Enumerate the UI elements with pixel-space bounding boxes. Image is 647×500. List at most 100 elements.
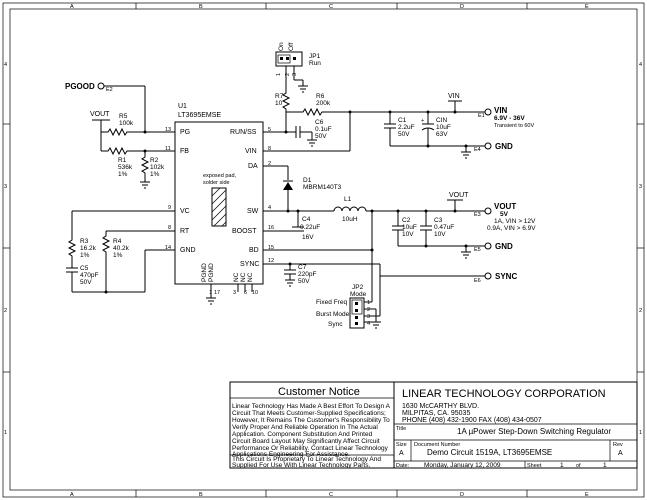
gnd-port-label-1: GND — [495, 142, 513, 151]
r1-resistor — [101, 146, 160, 156]
vout-port-label: VOUT — [494, 202, 516, 211]
rev-label: Rev — [613, 442, 623, 448]
pin-da-num: 2 — [268, 161, 271, 167]
of-value: 1 — [603, 462, 607, 469]
notice-footer-2: Supplied For Use With Linear Technology … — [232, 462, 370, 469]
pin-nc2-num: 6 — [244, 290, 247, 296]
vout-voltage: 5V — [500, 211, 509, 218]
vin-port-label: VIN — [494, 106, 508, 115]
jp2-opt-sync: Sync — [328, 321, 343, 328]
port-sync: E6 SYNC — [474, 272, 517, 284]
c7-ref: C7 — [298, 264, 307, 271]
c1-val: 2.2uF — [398, 124, 415, 131]
u1-ref: U1 — [178, 103, 187, 110]
gnd-symbol-vout — [461, 251, 471, 259]
r4-val: 40.2k — [113, 245, 130, 252]
cin-v: 63V — [436, 131, 448, 138]
port-vout: E3 VOUT 5V 1A, VIN > 12V 0.9A, VIN > 6.9… — [474, 202, 536, 232]
pin-sync-label: SYNC — [240, 261, 259, 268]
col-label-e-bottom: E — [585, 492, 589, 498]
col-label-a-bottom: A — [70, 492, 74, 498]
pin-pg-num: 13 — [165, 127, 171, 133]
c6-capacitor — [295, 126, 301, 138]
pin-run-label: RUN/SS — [230, 129, 257, 136]
jp2-label: Mode — [350, 291, 367, 298]
pin-boost-label: BOOST — [232, 228, 257, 235]
c7-v: 50V — [298, 278, 310, 285]
jp1-pin1: 1 — [276, 73, 282, 76]
vout-right-label: VOUT — [449, 192, 469, 199]
pin-gnd-num: 14 — [165, 245, 171, 251]
pin-nc1-label: NC — [233, 272, 240, 282]
port-vin: E1 VIN 6.9V - 36V Transient to 60V — [478, 106, 534, 129]
pin-nc3-label: NC — [247, 272, 254, 282]
jumper-jp1[interactable]: On Off 1 2 3 JP1 Run — [275, 42, 321, 93]
r2-val: 102k — [150, 164, 165, 171]
pin-rt-num: 8 — [168, 225, 171, 231]
r3-ref: R3 — [80, 238, 89, 245]
row-label-2: 2 — [4, 308, 7, 314]
e4-label: E4 — [474, 147, 481, 153]
pgood-label: PGOOD — [65, 82, 95, 91]
row-label-4-right: 4 — [639, 62, 642, 68]
pin-sw-label: SW — [247, 208, 259, 215]
sync-network: C7 220pF 50V — [280, 250, 485, 316]
gnd-symbol-c7 — [285, 279, 295, 287]
r2-ref: R2 — [150, 157, 159, 164]
col-label-b-bottom: B — [199, 492, 203, 498]
jp2-pin3: 3 — [367, 314, 370, 320]
notice-line-5: Application. Component Substitution And … — [232, 431, 373, 438]
row-label-3: 3 — [4, 184, 7, 190]
col-label-e: E — [585, 4, 589, 10]
pin-pg-label: PG — [180, 129, 190, 136]
pin-fb-num: 11 — [165, 146, 171, 152]
c5-v: 50V — [80, 279, 92, 286]
notice-title: Customer Notice — [278, 386, 360, 398]
e6-label: E6 — [474, 278, 481, 284]
gnd-symbol-c6 — [307, 139, 317, 147]
c1-ref: C1 — [398, 117, 407, 124]
c5-capacitor — [66, 267, 78, 273]
run-network: R7 10 R6 200k C6 0.1uF 50V — [275, 88, 352, 152]
jumper-jp2[interactable]: JP2 Mode Fixed Freq Burst Mode Sync 1 2 … — [316, 284, 381, 329]
col-label-a: A — [70, 4, 74, 10]
address-3: PHONE (408) 432-1900 FAX (408) 434-0507 — [402, 417, 542, 424]
jp1-label: Run — [309, 60, 321, 67]
pin-rt-label: RT — [180, 228, 190, 235]
notice-line-8: Applications Engineering For Assistance. — [232, 451, 350, 458]
row-label-2-right: 2 — [639, 308, 642, 314]
exposed-pad-hatch — [211, 187, 227, 227]
c6-ref: C6 — [315, 119, 324, 126]
of-label: of — [576, 463, 581, 469]
jp2-pin2: 2 — [367, 307, 370, 313]
r7-resistor — [281, 88, 291, 132]
pad-note-1: exposed pad, — [203, 173, 236, 179]
address-2: MILPITAS, CA. 95035 — [402, 410, 470, 417]
c4-v: 16V — [302, 234, 314, 241]
pin-nc2-label: NC — [240, 272, 247, 282]
row-label-4: 4 — [4, 62, 7, 68]
port-pgood: PGOOD E2 — [65, 82, 160, 134]
e2-label: E2 — [106, 87, 113, 93]
notice-line-1: Linear Technology Has Made A Best Effort… — [232, 403, 391, 410]
date-value: Monday, January 12, 2009 — [424, 462, 501, 469]
pin-nc3-num: 10 — [252, 290, 258, 296]
rev-value: A — [618, 450, 623, 457]
c3-ref: C3 — [434, 217, 443, 224]
row-label-1: 1 — [4, 430, 7, 436]
r1-val: 536k — [118, 164, 133, 171]
ic-u1: U1 LT3695EMSE exposed pad, solder side P… — [160, 103, 280, 298]
r6-val: 200k — [316, 100, 331, 107]
c5-ref: C5 — [80, 265, 89, 272]
docnum-label: Document Number — [414, 442, 460, 448]
c1-capacitor — [384, 123, 396, 129]
r5-ref: R5 — [119, 113, 128, 120]
pin-sw-num: 4 — [268, 205, 271, 211]
gnd-port-label-2: GND — [495, 242, 513, 251]
feedback-network: VOUT R5 100k R1 536k 1% R2 102k 1% — [90, 111, 165, 189]
c4-capacitor — [292, 226, 304, 232]
pin-gnd-label: GND — [180, 247, 196, 254]
col-label-c-bottom: C — [329, 492, 333, 498]
